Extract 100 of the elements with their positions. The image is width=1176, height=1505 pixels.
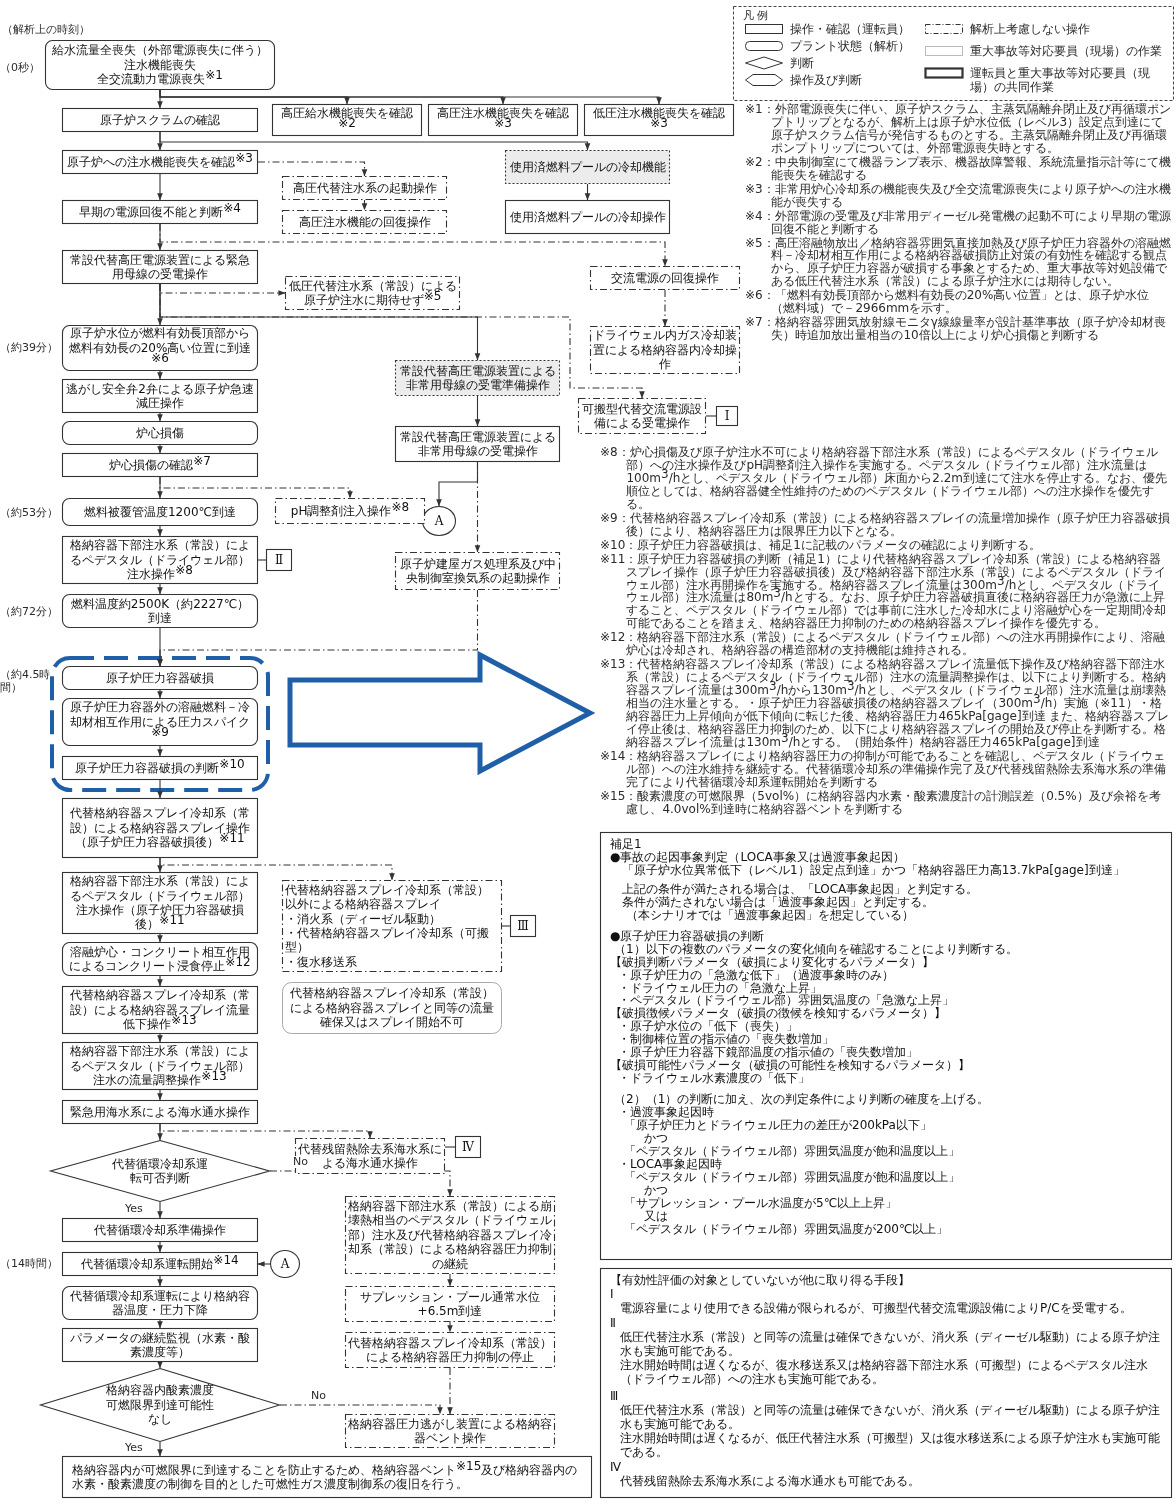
operation-box: 原子炉スクラムの確認 [62,108,258,132]
note-line: Ⅰ [610,1287,615,1302]
note-line: 【有効性評価の対象としていないが他に取り得る手段】 [610,1274,911,1288]
numeral-box: Ⅲ [510,915,536,937]
operation-box: 使用済燃料プールの冷却操作 [505,200,670,234]
arrow [157,583,163,595]
note-line: 低圧代替注水系（常設）と同等の流量は確保できないが、消火系（ディーゼル駆動）による原子炉注水も実施可能である。 [619,1331,1161,1359]
legend-text: 重大事故等対応要員（現場）の作業 [970,44,1162,59]
connector-circle: A [422,506,456,536]
arrow [584,183,591,201]
note-line: 「原子炉水位異常低下（レベル1）設定点到達」かつ「格納容器圧力高13.7kPa[gage]到達」 [622,863,1126,877]
arrow [159,283,645,399]
numeral-box: Ⅱ [266,549,292,571]
note-line: 代替残留熱除去系海水系による海水通水も可能である。 [619,1475,921,1489]
arrow [157,370,163,380]
note-line: 又は [644,1209,669,1223]
state-box: 燃料被覆管温度1200℃到達 [62,498,258,526]
arrow [157,779,163,799]
legend-text: 解析上考慮しない操作 [970,22,1090,37]
arrow [157,444,163,454]
edge-label: No [292,1156,309,1169]
state-box: 原子炉圧力容器破損 [62,666,258,690]
note-line: Ⅳ [610,1461,623,1475]
note-line: 「ペデスタル（ドライウェル部）雰囲気温度が飽和温度以上」 [623,1144,961,1158]
state-box: 代替循環冷却系運転により格納容器温度・圧力下降 [62,1286,258,1320]
legend-text: 運転員と重大事故等対応要員（現場）の共同作業 [970,66,1151,95]
decision-diamond: 格納容器内酸素濃度可燃限界到達可能性なし [40,1368,280,1442]
note-box [600,1268,1172,1498]
arrow [447,1367,453,1415]
note-line: ・原子炉圧力の「急激な低下」（過渡事象時のみ） [618,968,895,982]
operation-box: 逃がし安全弁2弁による原子炉急速減圧操作 [62,379,258,413]
footnote: ※4：外部電源の受電及び非常用ディーゼル発電機の起動不可により早期の電源回復不能と判断する [745,209,1172,236]
text-line: ・復水移送系 [285,954,358,970]
arrow [159,857,395,881]
note-line: 注水開始時間は遅くなるが、低圧代替注水系（可搬型）又は復水移送系による原子炉注水も実施可能である。 [619,1431,1161,1460]
arrow [157,689,163,699]
time-label: （約4.5時間） [0,668,52,695]
note-line: 「ペデスタル（ドライウェル部）雰囲気温度が200℃以上」 [623,1222,950,1236]
note-line: ・原子炉圧力容器下鏡部温度の指示値の「喪失数増加」 [618,1046,919,1060]
text-line: ・消火系（ディーゼル駆動） [285,911,442,926]
note-line: ・ドライウェル水素濃度の「低下」 [617,1072,811,1086]
note-line: 【破損可能性パラメータ（破損の可能性を検知するパラメータ）】 [610,1059,971,1073]
numeral-box: Ⅰ [716,406,738,426]
note-line: かつ [643,1183,669,1197]
note-line: （本シナリオでは「過渡事象起因」を想定している） [626,908,914,922]
note-line: 【破損徴候パラメータ（破損の徴候を検知するパラメータ）】 [610,1007,947,1021]
arrow [157,1361,163,1369]
time-label: （約53分） [0,505,58,520]
note-line: かつ [643,1132,669,1145]
arrow [157,1201,163,1219]
note-line: （2）（1）の判断に加え、次の判定条件により判断の確度を上げる。 [613,1093,991,1107]
arrow [157,627,163,667]
connector-line [257,559,267,561]
note-line: ・過渡事象起因時 [617,1106,715,1120]
note-line: 条件が満たされない場合は「過渡事象起因」と判定する。 [621,895,934,909]
note-line: ・ペデスタル（ドライウェル部）雰囲気温度の「急激な上昇」 [618,994,955,1008]
footnote: ※15：酸素濃度の可燃限界（5vol%）に格納容器内水素・酸素濃度計の計測誤差（0.5%）及び余裕を考慮し、4.0vol%到達時に格納容器ベントを判断する [600,789,1162,816]
legend-title: 凡 例 [743,8,769,23]
connector-line [705,415,717,417]
footnote: ※3：非常用炉心冷却系の機能喪失及び全交流電源喪失により原子炉への注水機能が喪失する [745,182,1172,209]
arrow [157,1033,163,1043]
operation-box: 常設代替高圧電源装置による緊急用母線の受電操作 [62,250,258,284]
footnote: ※5：高圧溶融物放出／格納容器雰囲気直接加熱及び原子炉圧力容器外の溶融燃料－冷却材相互作用による格納容器破損防止対策の有効性を確認する観点から、原子炉圧力容器が破損する事象とするため、重大事故等対処設備である低圧代替注水系（常設）による原子炉注水には期待しない。 [745,236,1172,289]
arrow [159,1123,373,1139]
arrow [447,1273,453,1287]
arrow [157,525,163,537]
note-line: ●事故の起因事象判定（LOCA事象又は過渡事象起因） [610,850,906,864]
decision-diamond: 代替循環冷却系運転可否判断 [50,1140,270,1202]
note-line: Ⅱ [610,1317,617,1332]
operation-box: 緊急用海水系による海水通水操作 [62,1100,258,1124]
note-box [600,832,1172,1260]
arrow [157,1089,163,1101]
arrow [157,1241,163,1253]
arrow [159,223,668,267]
arrow [157,745,163,757]
operation-box: パラメータの継続監視（水素・酸素濃度等） [62,1328,258,1362]
note-line: 【破損判断パラメータ（破損により変化するパラメータ）】 [610,955,935,969]
state-box [45,40,275,90]
footnote: ※2：中央制御室にて機器ランプ表示、機器故障警報、系統流量指示計等にて機能喪失を確認する [745,155,1172,182]
state-box: 燃料温度約2500K（約2227℃）到達 [62,594,258,628]
note-line: ・ドライウェル圧力の「急激な上昇」 [617,981,822,995]
legend-text: 操作及び判断 [790,73,862,88]
arrow [157,1275,163,1287]
note-line: 電源容量により使用できる設備が限られるが、可搬型代替交流電源設備によりP/Cを受電する。 [619,1301,1133,1316]
connector-circle: A [270,1250,300,1278]
operation-box: 代替循環冷却系準備操作 [62,1218,258,1242]
arrow [279,1404,443,1415]
arrow [157,1319,163,1329]
arrow [157,1441,163,1457]
note-line: ・制御棒位置の指示値の「喪失数増加」 [617,1033,835,1047]
operation-box: 常設代替高圧電源装置による非常用母線の受電操作 [395,426,560,462]
note-line: 低圧代替注水系（常設）と同等の流量は確保できないが、消火系（ディーゼル駆動）による原子炉注水も実施可能である。 [619,1404,1161,1432]
note-line: Ⅲ [610,1390,620,1405]
arrow [157,975,163,987]
arrow [474,461,481,553]
time-label: （0秒） [0,60,40,75]
note-line: 「ペデスタル（ドライウェル部）雰囲気温度が飽和温度以上」 [623,1170,961,1184]
arrow [361,199,368,211]
note-line: 「サプレッション・プール水温度が5℃以上上昇」 [623,1196,899,1210]
note-line: ・LOCA事象起因時 [617,1157,723,1171]
